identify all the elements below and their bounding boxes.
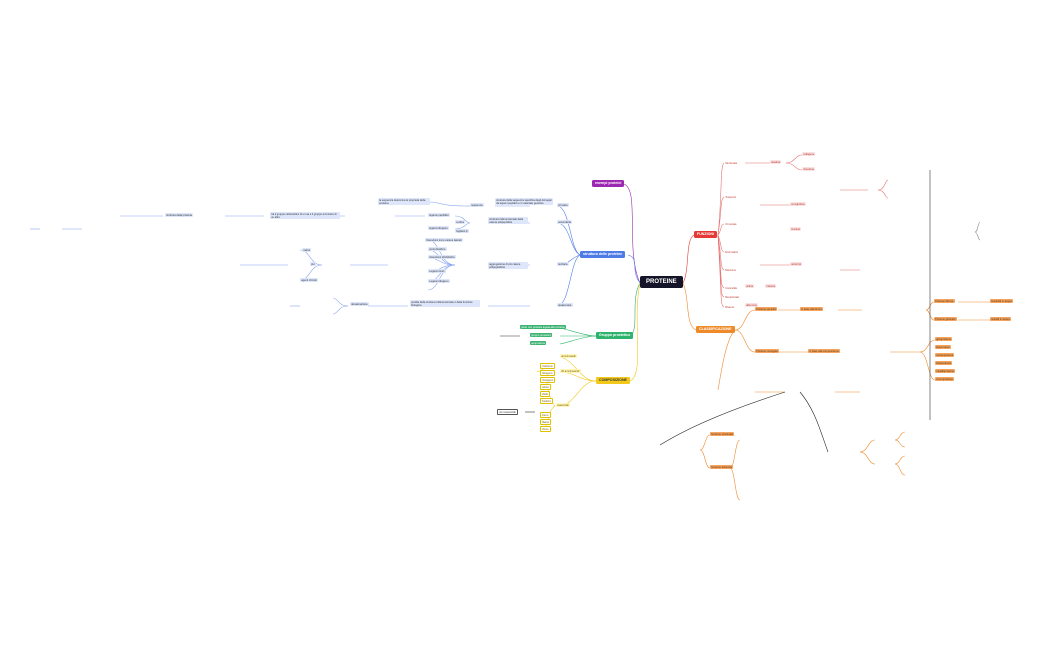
branch-classificazione[interactable]: CLASSIFICAZIONE [696,326,735,333]
func-albumina[interactable]: albumina [745,303,758,308]
func-collagene[interactable]: collagene [802,152,816,157]
func-miosina[interactable]: miosina [765,284,777,289]
func-enzimatica[interactable]: Enzimatica [725,250,738,254]
comp-ferro[interactable]: Ferro [540,412,551,419]
func-ormonale[interactable]: Ormonale [725,222,737,226]
class-fosfoproteine[interactable]: fosfoproteine [935,361,953,366]
class-cromoproteine[interactable]: cromoproteine [935,377,954,382]
struct-legame-desc[interactable]: tra il gruppo carbossilico di un aa e il… [270,212,340,220]
func-insulina[interactable]: insulina [790,227,802,232]
root-node[interactable]: PROTEINE [640,276,683,288]
struct-secondaria[interactable]: secondaria [557,220,573,225]
class-solubili[interactable]: solubili in acqua [990,317,1011,322]
class-metalloproteine[interactable]: metalloproteine [935,369,956,374]
func-elastina[interactable]: elastina [770,160,782,165]
func-cheratina[interactable]: cheratina [802,167,816,172]
comp-idrogeno[interactable]: Idrogeno [540,370,555,377]
gruppo-apoproteina[interactable]: apoproteina [530,341,547,346]
struct-alfa-elica[interactable]: α-elica [455,220,466,225]
struct-sequenza[interactable]: sequenza [470,203,484,208]
struct-sequence-properties[interactable]: la sequenza determina le proprietà della… [378,198,430,206]
struct-idrogeno-terziaria[interactable]: Legami idrogeno [428,279,450,284]
func-anticorpi[interactable]: anticorpi [790,262,803,267]
branch-struttura[interactable]: struttura delle proteine [580,251,626,258]
class-glicoproteine[interactable]: glicoproteine [935,337,953,342]
comp-20-amminoacidi[interactable]: 20 amminoacidi [560,369,581,374]
struct-calore[interactable]: calore [302,248,312,253]
func-emoglobina[interactable]: emoglobina [790,202,806,207]
struct-primaria[interactable]: primaria [557,203,569,208]
comp-zolfo[interactable]: Zolfo [540,391,551,398]
comp-non-essenziali[interactable]: non essenziali [497,409,518,416]
func-riserva[interactable]: Riserva [725,305,734,309]
gruppo-prostetico[interactable]: gruppo prostetico [530,333,553,338]
comp-rame[interactable]: Rame [540,419,552,426]
class-dinamica[interactable]: funzione dinamica [710,465,734,470]
branch-funzioni[interactable]: FUNZIONI [694,231,717,238]
struct-idrofobiche[interactable]: Interazioni idrofobiche [428,255,456,260]
struct-proteina[interactable]: struttura della proteina [165,213,194,218]
func-difensiva[interactable]: Difensiva [725,268,736,272]
struct-tridimensionale[interactable]: struttura tridimensionale della catena p… [488,217,528,225]
struct-terziaria[interactable]: terziaria [557,262,569,267]
class-nucleoproteine[interactable]: nucleoproteine [935,353,955,358]
struct-ponti-disolfuro[interactable]: ponti disolfuro [428,247,447,252]
struct-primaria-desc[interactable]: struttura della sequenza specifica degli… [495,198,553,206]
struct-foglietto-beta[interactable]: foglietto β [455,229,469,234]
func-contrattile[interactable]: Contrattile [725,286,738,290]
struct-ph[interactable]: pH [310,262,316,267]
comp-azoto[interactable]: Azoto [540,384,552,391]
class-strutturale[interactable]: funzione strutturale [710,432,735,437]
comp-essenziali[interactable]: essenziali [556,403,570,408]
class-semplici[interactable]: Proteine semplici [755,307,778,312]
gruppo-desc[interactable]: parte non proteica legata alla proteina [520,325,566,330]
class-coniugate[interactable]: Proteine coniugate [755,349,780,354]
func-recettoriale[interactable]: Recettoriale [725,295,740,299]
class-composizione[interactable]: in base alla composizione [808,349,841,354]
comp-ossigeno[interactable]: Ossigeno [540,377,556,384]
func-actina[interactable]: actina [745,284,755,289]
struct-aggregazione[interactable]: aggregazione di più catene polipeptidich… [488,262,528,270]
struct-agenti-chimici[interactable]: agenti chimici [300,278,319,283]
branch-composizione[interactable]: COMPOSIZIONE [596,377,630,384]
comp-zinco[interactable]: Zinco [540,426,551,433]
class-globulari[interactable]: Proteine globulari [934,317,957,322]
class-fibrose[interactable]: Proteine fibrose [934,299,955,304]
struct-legami-idrogeno[interactable]: legami idrogeno [428,226,449,231]
comp-carbonio[interactable]: Carbonio [540,363,555,370]
func-trasporto[interactable]: Trasporto [725,195,737,199]
branch-gruppo[interactable]: Gruppo prostetico [596,332,634,339]
class-insolubili[interactable]: insolubili in acqua [990,299,1013,304]
struct-legame-peptidico[interactable]: legame peptidico [428,213,450,218]
class-forma[interactable]: in base alla forma [800,307,823,312]
class-lipoproteine[interactable]: lipoproteine [935,345,951,350]
branch-esempi[interactable]: esempi proteici [592,180,625,187]
struct-perdita[interactable]: perdita della struttura tridimensionale … [410,300,480,308]
struct-ionici[interactable]: Legami ionici [428,269,446,274]
comp-amminoacidi[interactable]: amminoacidi [560,354,577,359]
struct-denaturazione[interactable]: denaturazione [350,302,369,307]
struct-catene-laterali[interactable]: Interazioni tra le catene laterali [425,238,463,243]
func-strutturale[interactable]: Strutturale [725,161,738,165]
struct-quaternaria[interactable]: quaternaria [557,303,573,308]
comp-fosforo[interactable]: Fosforo [540,398,554,405]
